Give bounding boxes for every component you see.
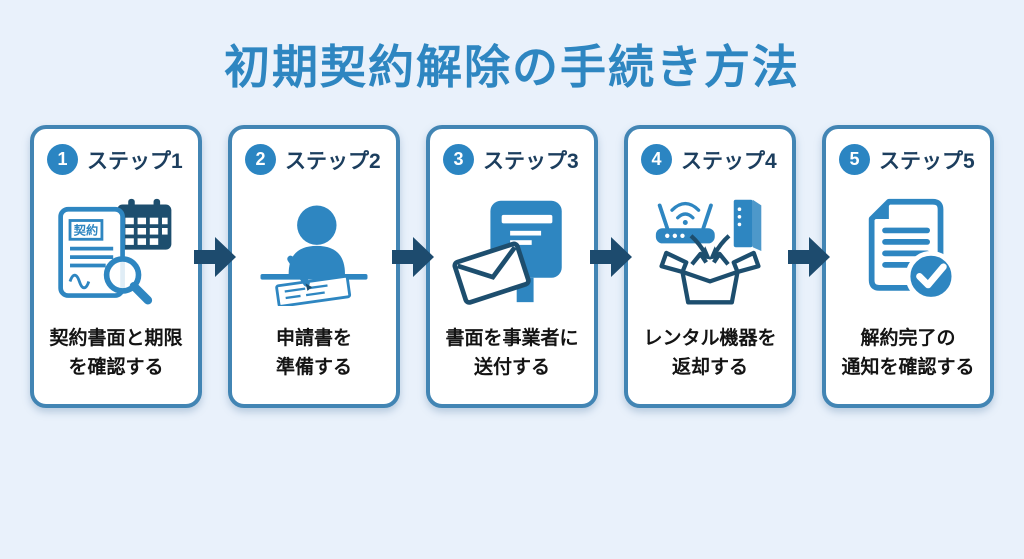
step-5-caption-line2: 通知を確認する	[841, 356, 975, 378]
document-check-icon	[826, 175, 990, 325]
step-2-caption: 申請書を 準備する	[232, 325, 396, 404]
contract-calendar-magnifier-icon: 契約	[34, 175, 198, 325]
flow-arrow-2	[392, 235, 434, 279]
step-5-number-badge: 5	[839, 144, 870, 176]
step-5-header: 5 ステップ5	[826, 129, 990, 176]
step-5-caption-line1: 解約完了の	[860, 328, 956, 350]
contract-doc-label: 契約	[73, 223, 98, 238]
step-3-caption-line1: 書面を事業者に	[445, 328, 579, 350]
page-title: 初期契約解除の手続き方法	[224, 41, 800, 93]
step-3-header: 3 ステップ3	[430, 129, 594, 176]
step-card-5: 5 ステップ5 解約完了の 通知を確認する	[822, 125, 994, 409]
step-1-caption-line2: を確認する	[68, 356, 164, 378]
step-4-header: 4 ステップ4	[628, 129, 792, 176]
step-card-3: 3 ステップ3 書面を事業者に 送付する	[426, 125, 598, 409]
step-3-caption-line2: 送付する	[473, 356, 550, 378]
step-5-caption: 解約完了の 通知を確認する	[826, 325, 990, 404]
step-5-label: ステップ5	[879, 149, 975, 173]
step-3-number-badge: 3	[443, 144, 474, 176]
step-1-header: 1 ステップ1	[34, 129, 198, 176]
person-writing-icon	[232, 175, 396, 325]
router-return-box-icon	[628, 175, 792, 325]
step-3-label: ステップ3	[483, 149, 579, 173]
step-2-number-badge: 2	[245, 144, 276, 176]
step-2-header: 2 ステップ2	[232, 129, 396, 176]
right-arrow-icon	[194, 237, 236, 278]
step-4-number-badge: 4	[641, 144, 672, 176]
step-2-label: ステップ2	[285, 149, 381, 173]
right-arrow-icon	[392, 237, 434, 278]
step-1-number-badge: 1	[47, 144, 78, 176]
flow-arrow-3	[590, 235, 632, 279]
step-4-caption: レンタル機器を 返却する	[628, 325, 792, 404]
step-3-caption: 書面を事業者に 送付する	[430, 325, 594, 404]
step-2-caption-line2: 準備する	[275, 356, 352, 378]
step-1-caption-line1: 契約書面と期限	[49, 328, 183, 350]
step-card-2: 2 ステップ2 申請書を 準備する	[228, 125, 400, 409]
flow-arrow-4	[788, 235, 830, 279]
step-card-4: 4 ステップ4	[624, 125, 796, 409]
right-arrow-icon	[788, 237, 830, 278]
step-2-caption-line1: 申請書を	[275, 328, 352, 350]
step-4-caption-line2: 返却する	[671, 356, 748, 378]
envelope-postbox-icon	[430, 175, 594, 325]
step-4-caption-line1: レンタル機器を	[643, 328, 777, 350]
step-4-label: ステップ4	[681, 149, 777, 173]
right-arrow-icon	[590, 237, 632, 278]
step-1-caption: 契約書面と期限 を確認する	[34, 325, 198, 404]
step-card-1: 1 ステップ1 契約	[30, 125, 202, 409]
flow-arrow-1	[194, 235, 236, 279]
step-1-label: ステップ1	[87, 149, 183, 173]
steps-flow: 1 ステップ1 契約	[0, 125, 1024, 409]
